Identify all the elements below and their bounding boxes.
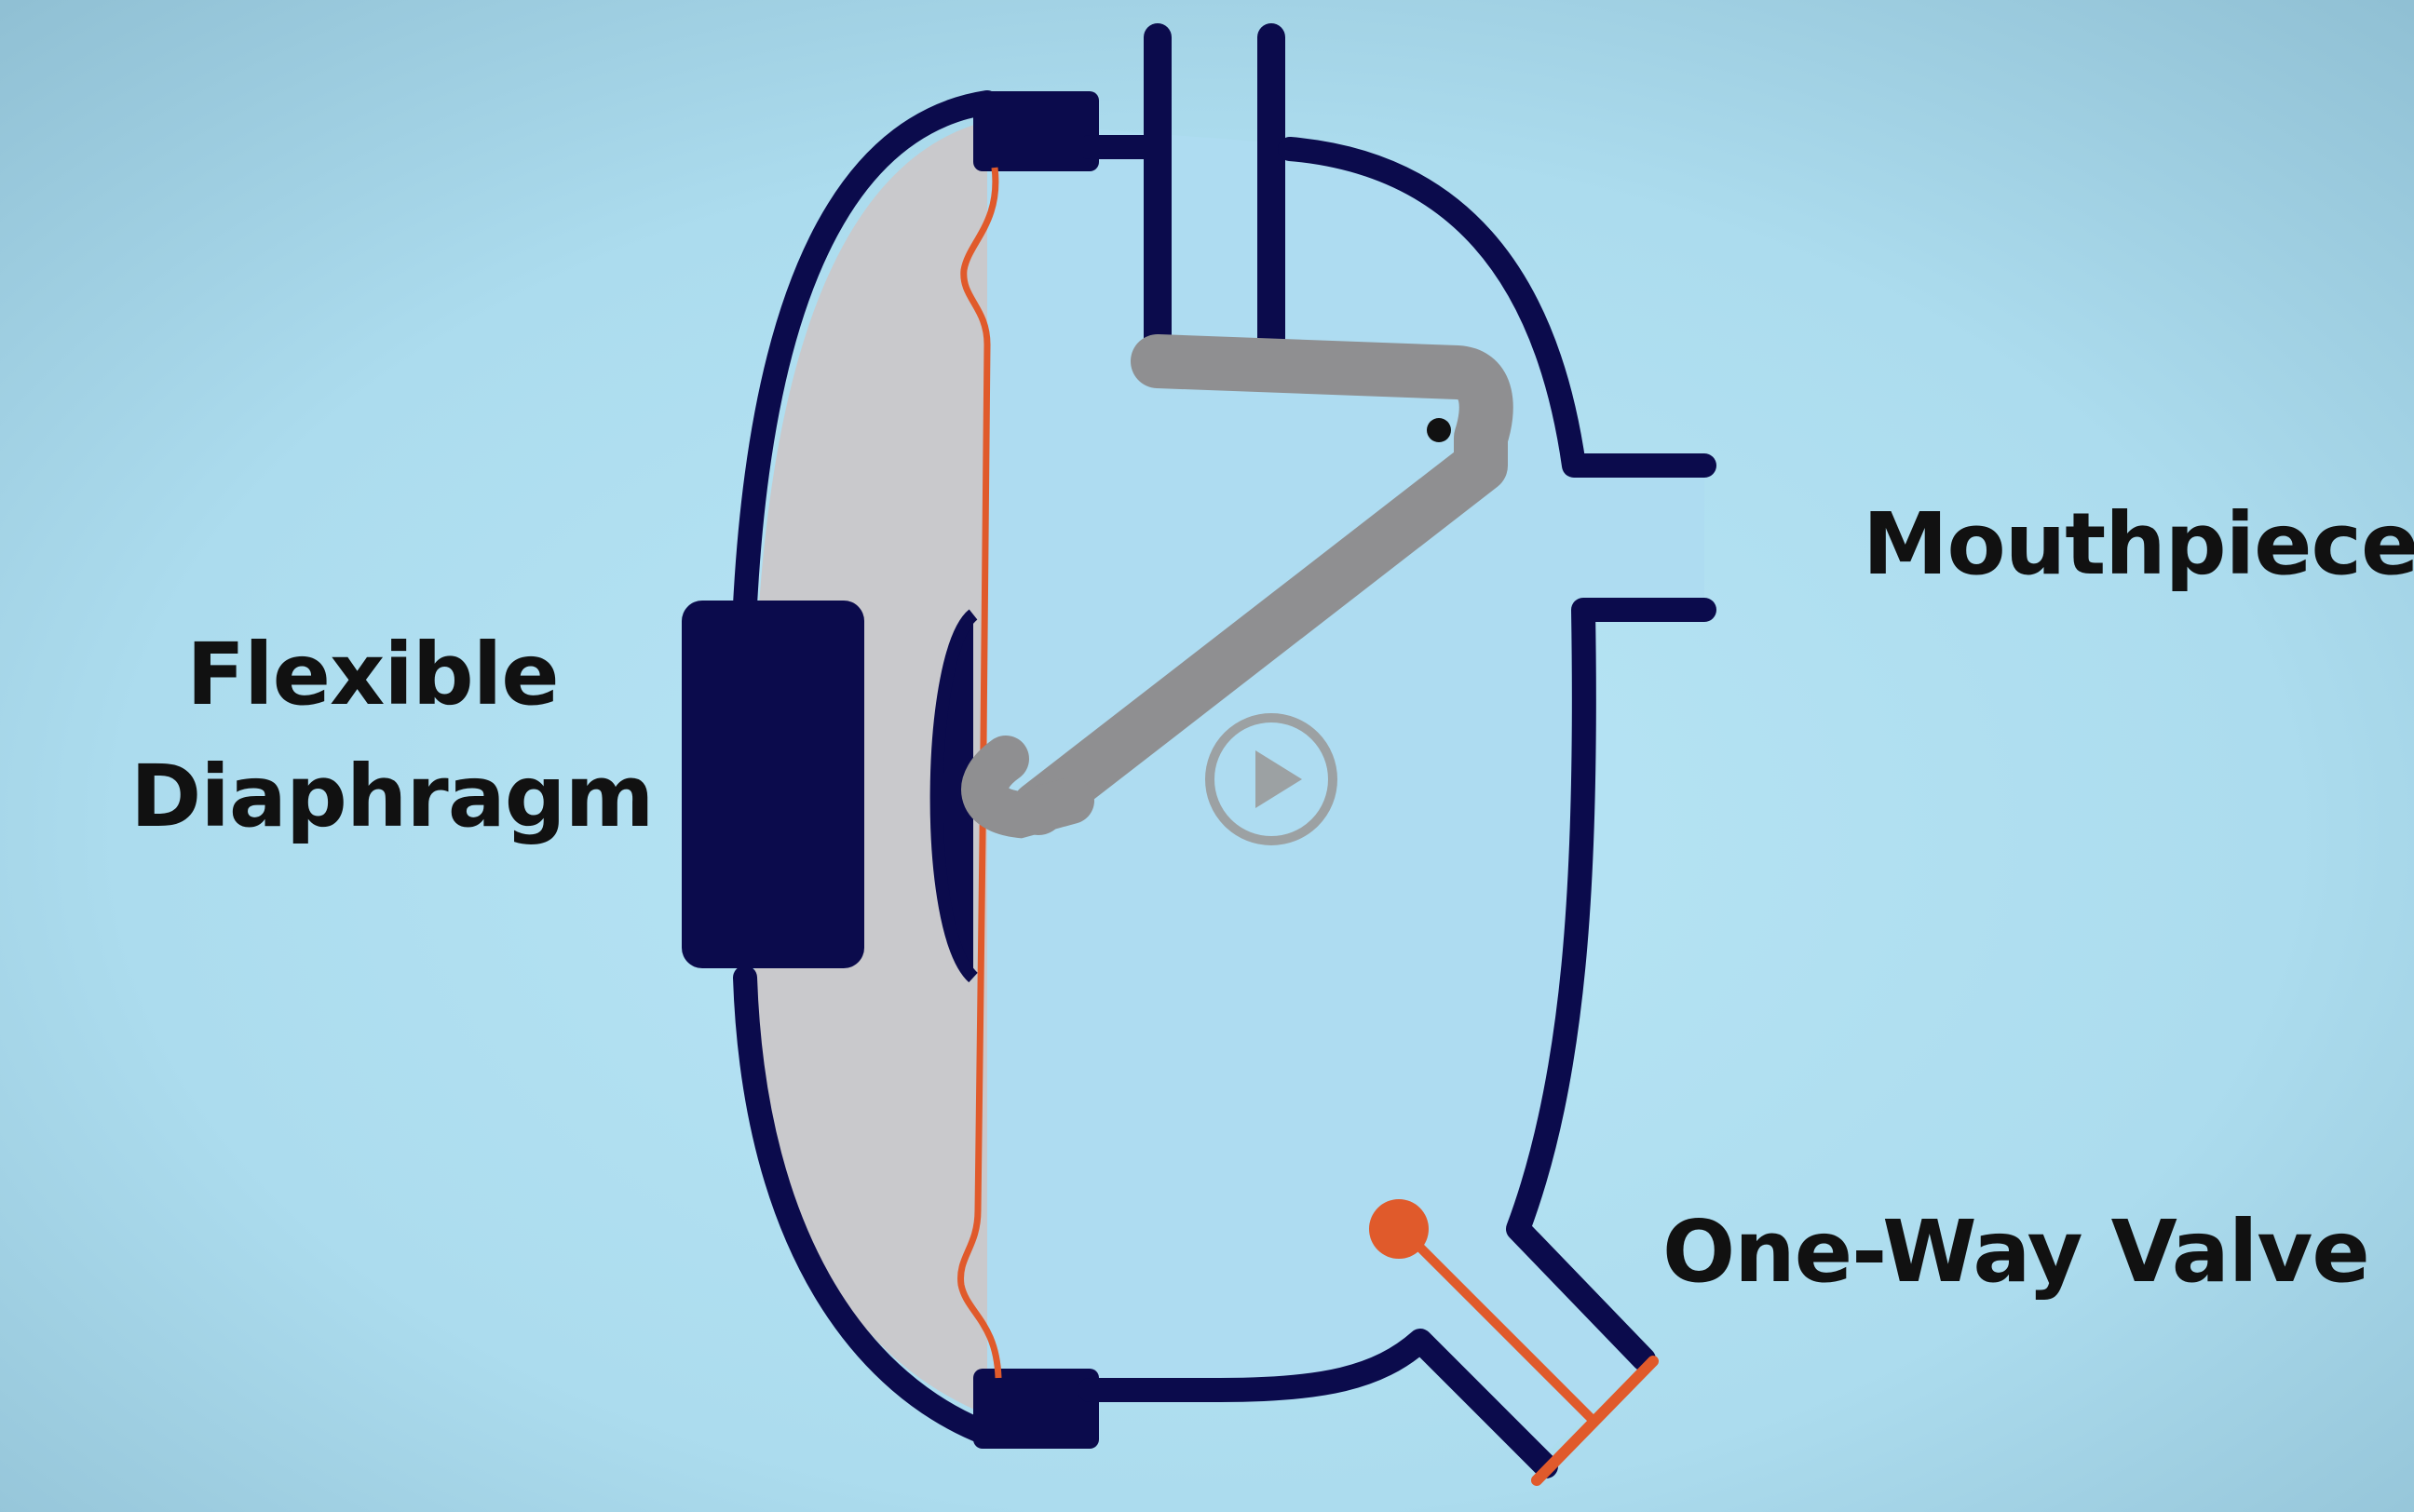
diaphragm-plunger — [929, 609, 979, 983]
label-flexible-diaphragm: Flexible Diaphragm — [130, 614, 655, 857]
chamber-interior — [987, 121, 1704, 1452]
purge-button — [682, 601, 864, 968]
label-diaphragm-line2: Diaphragm — [130, 746, 655, 846]
play-icon — [1205, 713, 1337, 845]
housing-bottom-wall — [1078, 1329, 1558, 1478]
play-button[interactable] — [1201, 709, 1341, 849]
label-diaphragm-line1: Flexible — [186, 625, 559, 724]
label-mouthpiece: Mouthpiece — [1863, 494, 2414, 594]
clamp-bottom — [973, 1369, 1099, 1449]
outer-cavity — [754, 121, 987, 1415]
lever-pivot — [1427, 418, 1451, 442]
housing-left-wall — [733, 90, 999, 1446]
demand-valve-lever — [1011, 334, 1513, 835]
label-one-way-valve: One-Way Valve — [1662, 1202, 2370, 1302]
housing-right-wall-upper — [1278, 137, 1716, 478]
housing-right-wall-lower — [1506, 598, 1716, 1371]
one-way-valve-stem — [1397, 1224, 1597, 1424]
demand-valve-lever-foot — [961, 736, 1094, 839]
flexible-diaphragm-membrane — [957, 167, 1002, 1379]
clamp-top — [973, 91, 1099, 171]
one-way-valve-pivot — [1369, 1199, 1429, 1259]
